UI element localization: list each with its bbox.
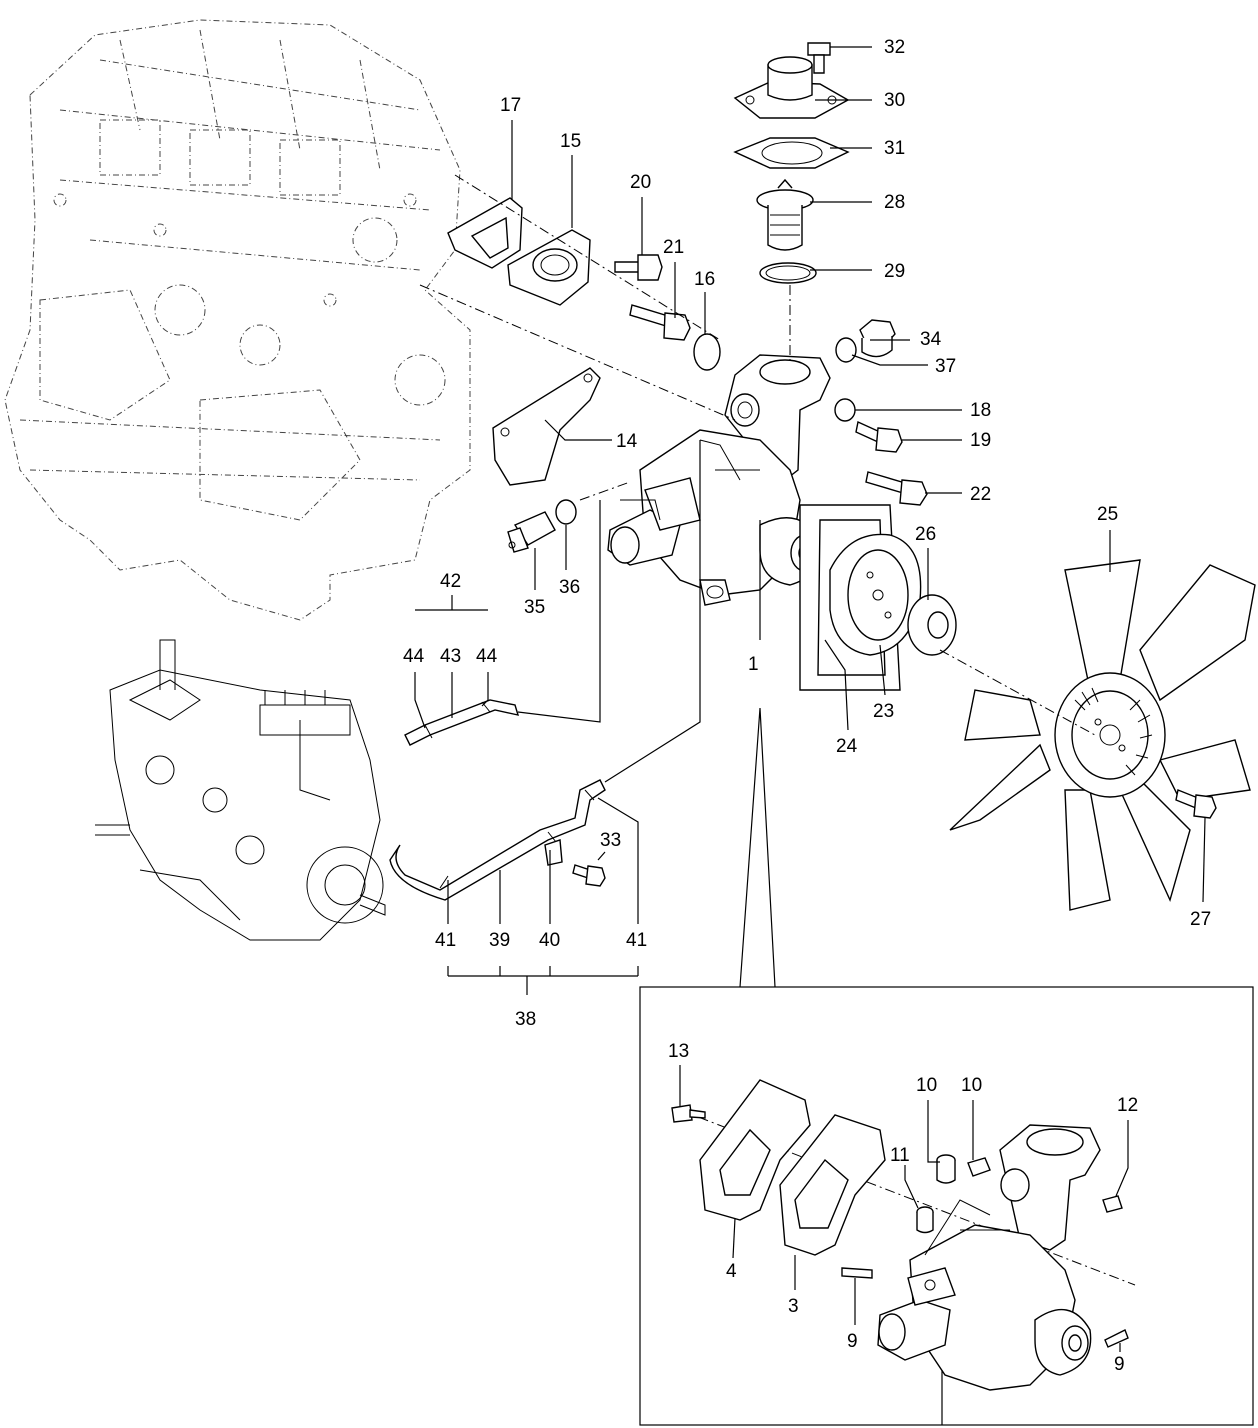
callout-36: 36 xyxy=(559,577,580,598)
water-flange-15-port xyxy=(532,248,578,282)
callout-21: 21 xyxy=(663,237,684,258)
bolt-21 xyxy=(629,304,691,341)
callout-10-right: 10 xyxy=(961,1075,982,1096)
thermostat-28 xyxy=(756,178,814,251)
callout-38: 38 xyxy=(515,1009,536,1030)
callout-27: 27 xyxy=(1190,909,1211,930)
bolt-20 xyxy=(614,254,663,281)
callout-37: 37 xyxy=(935,356,956,377)
callout-15: 15 xyxy=(560,131,581,152)
washer-36 xyxy=(555,499,577,525)
callout-23: 23 xyxy=(873,701,894,722)
callout-3: 3 xyxy=(788,1296,799,1317)
gasket-31 xyxy=(733,137,850,169)
detail-screw-13 xyxy=(671,1104,706,1123)
detail-view-pointer xyxy=(739,707,776,988)
callout-44-left: 44 xyxy=(403,646,425,667)
bolt-27 xyxy=(1175,789,1217,819)
callout-29: 29 xyxy=(884,261,905,282)
callout-10-left: 10 xyxy=(916,1075,937,1096)
callout-43: 43 xyxy=(440,646,461,667)
bracket-14 xyxy=(492,367,601,486)
bolt-19 xyxy=(855,420,903,453)
pulley-23 xyxy=(829,533,922,656)
callout-9-right: 9 xyxy=(1114,1354,1125,1375)
callout-4: 4 xyxy=(726,1261,737,1282)
gasket-17 xyxy=(447,197,523,269)
detail-pin-9b xyxy=(1104,1329,1129,1348)
callout-20: 20 xyxy=(630,172,651,193)
bolt-33 xyxy=(572,864,606,887)
callout-31: 31 xyxy=(884,138,905,159)
callout-16: 16 xyxy=(694,269,715,290)
hose-assembly-42 xyxy=(404,699,520,746)
bolt-32 xyxy=(807,42,831,74)
engine-block-outline xyxy=(4,19,471,621)
callout-32: 32 xyxy=(884,37,905,58)
callout-14: 14 xyxy=(616,431,638,452)
callouts: 32 30 31 28 29 34 37 18 19 22 17 15 20 2… xyxy=(403,37,1211,1375)
detail-plug-11 xyxy=(916,1206,934,1234)
detail-gasket-4 xyxy=(699,1079,811,1221)
callout-44-right: 44 xyxy=(476,646,498,667)
washer-37 xyxy=(835,337,857,363)
detail-plug-10a xyxy=(936,1154,956,1184)
callout-26: 26 xyxy=(915,524,936,545)
callout-17: 17 xyxy=(500,95,521,116)
hose-assembly-38 xyxy=(389,779,606,901)
callout-9-left: 9 xyxy=(847,1331,858,1352)
washer-18 xyxy=(834,398,856,422)
fan-25 xyxy=(949,559,1256,911)
detail-plug-10b xyxy=(967,1157,991,1177)
callout-1: 1 xyxy=(748,654,759,675)
callout-19: 19 xyxy=(970,430,991,451)
callout-30: 30 xyxy=(884,90,905,111)
callout-22: 22 xyxy=(970,484,991,505)
callout-11: 11 xyxy=(890,1145,910,1166)
thermo-switch-35 xyxy=(507,511,556,553)
callout-12: 12 xyxy=(1117,1095,1138,1116)
callout-25: 25 xyxy=(1097,504,1118,525)
detail-view-frame xyxy=(639,986,1254,1426)
detail-water-pump-body xyxy=(877,1124,1101,1391)
detail-gasket-3 xyxy=(779,1114,886,1256)
spacer-26 xyxy=(907,594,957,656)
callout-18: 18 xyxy=(970,400,991,421)
injection-pump-outline xyxy=(95,639,386,941)
callout-35: 35 xyxy=(524,597,545,618)
callout-40: 40 xyxy=(539,930,560,951)
detail-pin-9a xyxy=(841,1267,873,1279)
callout-24: 24 xyxy=(836,736,858,757)
thermostat-cover-30 xyxy=(733,56,850,119)
leader-lines xyxy=(414,46,1206,1425)
o-ring-16 xyxy=(693,333,721,371)
callout-41-right: 41 xyxy=(626,930,647,951)
water-pump-assembly-1 xyxy=(607,354,831,606)
callout-33: 33 xyxy=(600,830,621,851)
callout-13: 13 xyxy=(668,1041,689,1062)
detail-plug-12 xyxy=(1102,1195,1123,1213)
callout-42: 42 xyxy=(440,571,461,592)
bolt-22 xyxy=(865,471,928,506)
callout-39: 39 xyxy=(489,930,510,951)
callout-28: 28 xyxy=(884,192,905,213)
callout-41-left: 41 xyxy=(435,930,456,951)
callout-34: 34 xyxy=(920,329,942,350)
plug-34 xyxy=(859,319,896,358)
